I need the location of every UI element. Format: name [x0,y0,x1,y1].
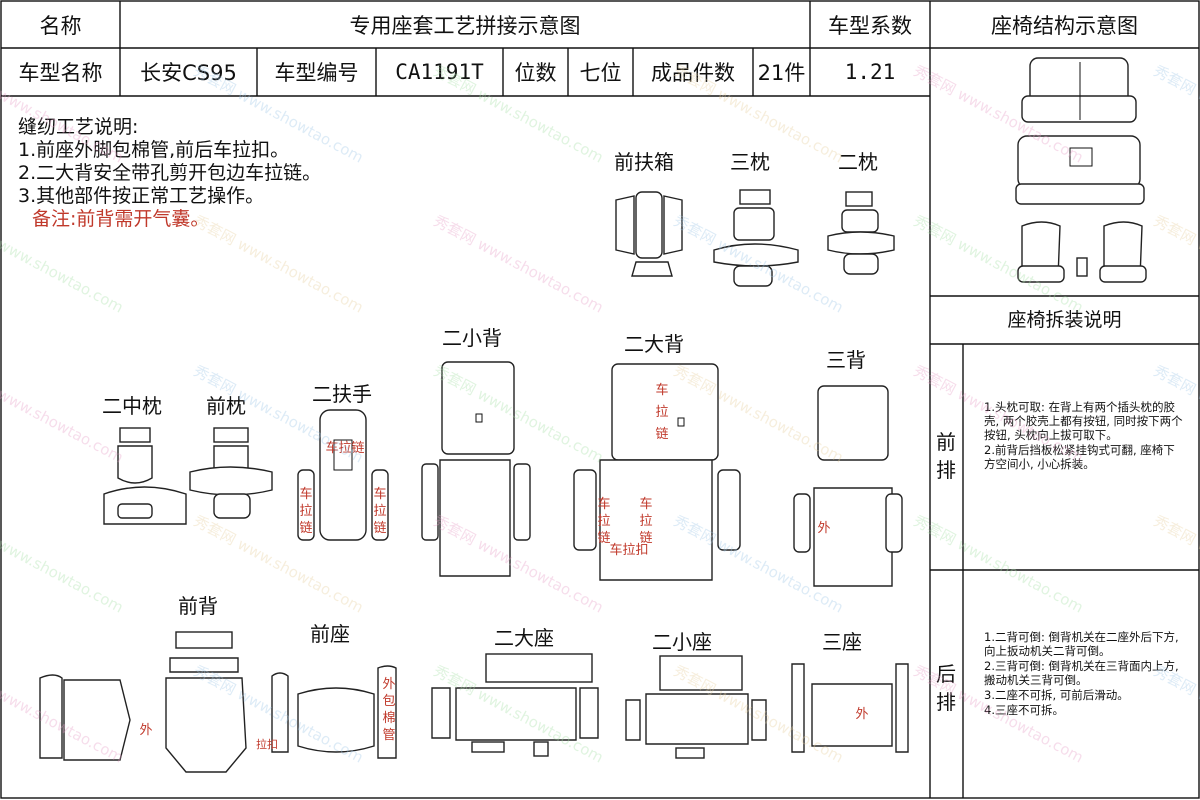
model-name-label: 车型名称 [18,61,103,85]
model-code: CA1191T [395,60,484,84]
front-row-label: 前排 [936,430,956,482]
rear-row-label: 后排 [936,662,956,714]
label-front-seat: 前座 [310,622,350,646]
label-second-small-seat: 二小座 [652,630,712,654]
third-pillow-pattern [713,189,799,287]
second-armrest-pattern [297,409,389,541]
mark-zipper-right: 车拉链 [373,487,387,536]
rear-row-item-2: 2.三背可倒: 倒背机关在三背面内上方, 搬动机关三背可倒。 [984,659,1179,687]
front-row-item-1: 1.头枕可取: 在背上有两个插头枕的胶壳, 两个胶壳上都有按钮, 同时按下两个按… [984,400,1183,442]
name-label: 名称 [39,13,82,38]
label-second-big-seat: 二大座 [494,626,554,650]
label-third-pillow: 三枕 [730,150,770,174]
label-front-armbox: 前扶箱 [614,150,674,174]
front-seat-pattern [271,665,397,759]
mark-big-back-left: 车拉链 [597,497,611,546]
label-second-pillow: 二枕 [838,150,878,174]
label-third-back: 三背 [826,348,866,372]
notes-item-1: 1.前座外脚包棉管,前后车拉扣。 [18,139,290,161]
second-small-seat-pattern [625,655,767,759]
coef-label: 车型系数 [828,13,912,38]
rear-row-item-3: 3.二座不可拆, 可前后滑动。 [984,688,1129,702]
seat-structure-thumbnail [1015,57,1147,283]
rear-row-item-4: 4.三座不可拆。 [984,703,1064,717]
mark-buckle: 车拉扣 [609,543,649,558]
mark-outer-cotton-tube: 外包棉管 [382,677,396,743]
notes-item-3: 3.其他部件按正常工艺操作。 [18,185,265,207]
mark-big-back-right: 车拉链 [639,497,653,546]
label-second-armrest: 二扶手 [312,382,372,406]
page-title: 专用座套工艺拼接示意图 [349,13,581,38]
side-title: 座椅结构示意图 [991,13,1138,38]
front-pillow-pattern [189,427,273,519]
second-small-back-pattern [421,361,531,577]
second-big-seat-pattern [431,653,599,757]
sewing-notes: 缝纫工艺说明: 1.前座外脚包棉管,前后车拉扣。 2.二大背安全带孔剪开包边车拉… [18,116,321,231]
front-armbox-pattern [615,191,683,277]
label-third-seat: 三座 [822,630,862,654]
third-back-pattern [793,385,903,587]
rear-row-instructions: 1.二背可倒: 倒背机关在二座外后下方, 向上扳动机关二背可倒。 2.三背可倒:… [984,630,1184,718]
notes-remark: 备注:前背需开气囊。 [32,208,210,230]
model-code-label: 车型编号 [274,61,359,85]
mark-outer-third-back: 外 [817,521,831,536]
rear-row-item-1: 1.二背可倒: 倒背机关在二座外后下方, 向上扳动机关二背可倒。 [984,630,1179,658]
front-row-item-2: 2.前背后挡板松紧挂钩式可翻, 座椅下方空间小, 小心拆装。 [984,443,1175,471]
pieces-label: 成品件数 [651,61,735,85]
second-mid-pillow-pattern [103,427,187,525]
label-second-mid-pillow: 二中枕 [102,394,162,418]
mark-outer-front-back: 外 [139,723,153,738]
pieces-value: 21件 [757,61,806,85]
front-back-pattern [39,631,247,773]
label-second-big-back: 二大背 [624,332,684,356]
seats-label: 位数 [514,61,557,85]
notes-item-2: 2.二大背安全带孔剪开包边车拉链。 [18,162,322,184]
front-row-instructions: 1.头枕可取: 在背上有两个插头枕的胶壳, 两个胶壳上都有按钮, 同时按下两个按… [984,400,1184,472]
second-big-back-pattern [573,363,741,581]
label-front-back: 前背 [178,594,218,618]
seats-value: 七位 [579,61,622,85]
label-second-small-back: 二小背 [442,326,502,350]
mark-big-back-zipper: 车拉链 [655,383,669,442]
label-front-pillow: 前枕 [206,394,246,418]
mark-outer-third-seat: 外 [855,707,869,722]
coef-value: 1.21 [844,60,896,84]
mark-zipper-top: 车拉链 [325,441,365,456]
mark-pull-buckle: 拉扣 [256,738,278,751]
disassembly-title: 座椅拆装说明 [1007,309,1122,331]
second-pillow-pattern [827,191,895,275]
notes-title: 缝纫工艺说明: [18,116,139,138]
third-seat-pattern [791,663,909,753]
model-name: 长安CS95 [140,61,237,85]
mark-zipper-left: 车拉链 [299,487,313,536]
